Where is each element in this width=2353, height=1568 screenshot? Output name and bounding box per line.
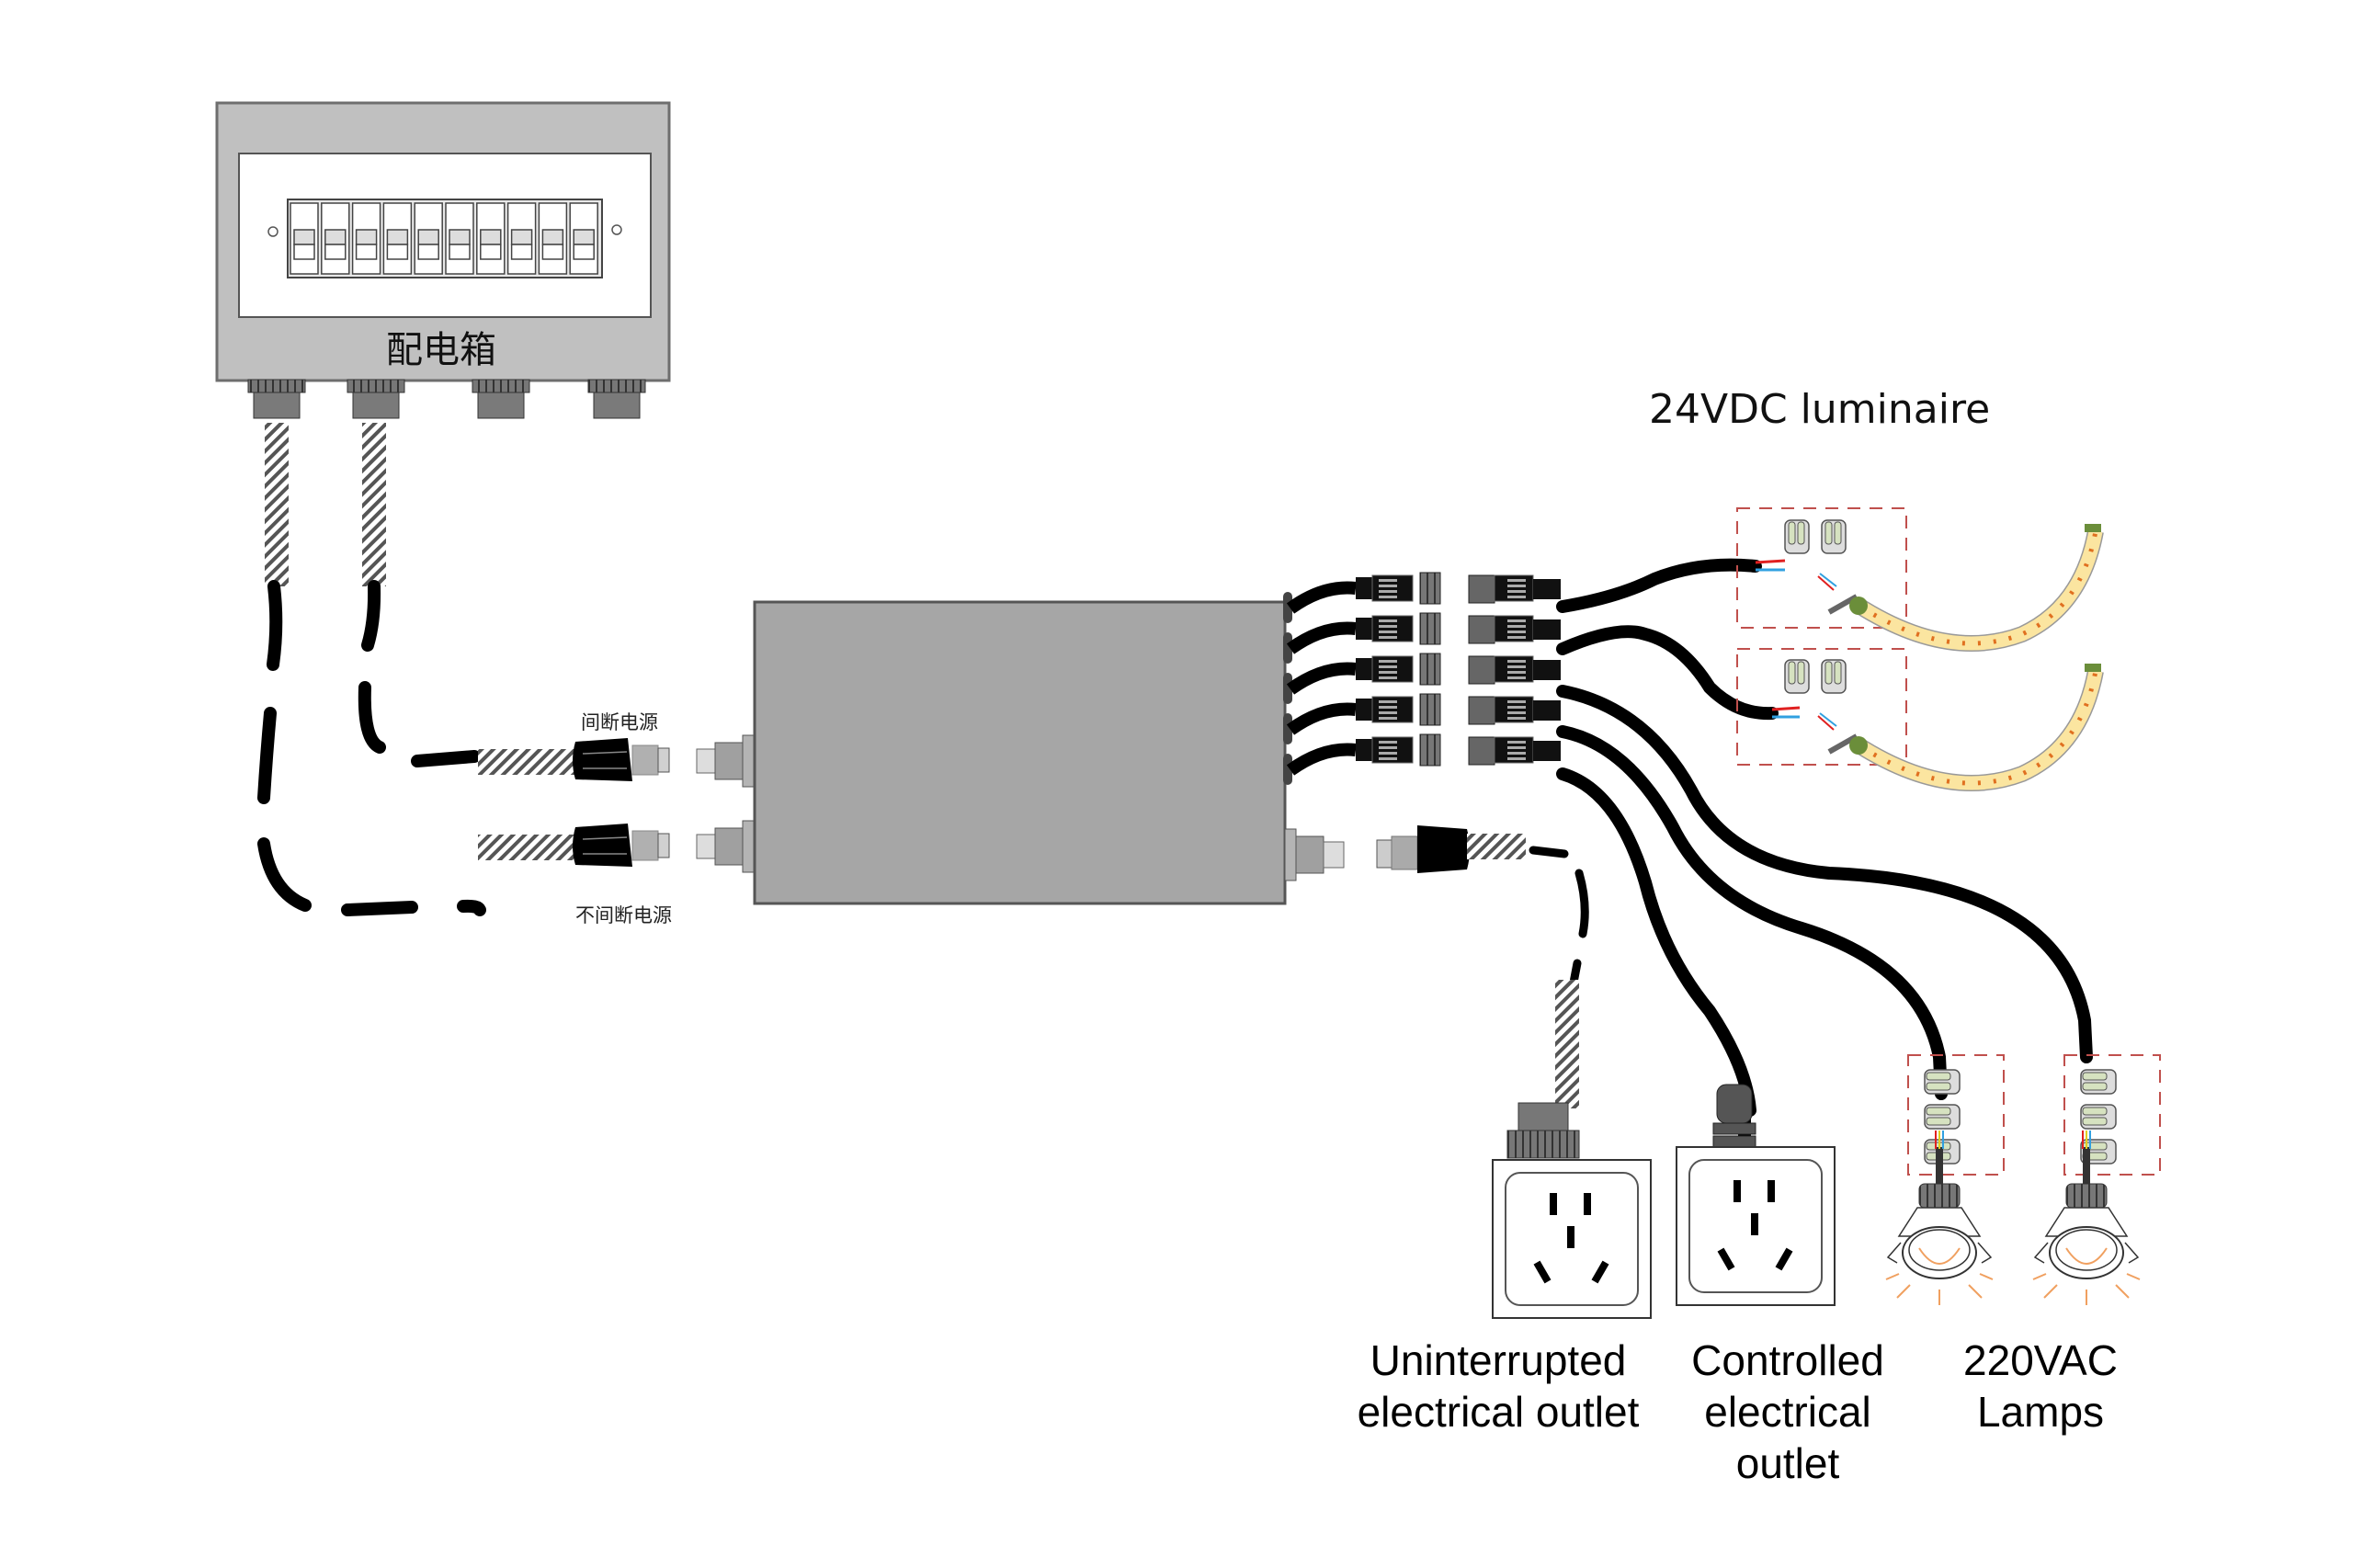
conduit-1 bbox=[265, 423, 289, 586]
conduit-outlet bbox=[1555, 980, 1579, 1108]
distribution-box-label: 配电箱 bbox=[386, 329, 496, 371]
dc-connector-pair bbox=[1283, 693, 1561, 744]
input-plug-interrupted bbox=[478, 734, 755, 788]
breaker-icon bbox=[506, 202, 537, 275]
breaker-icon bbox=[382, 202, 413, 275]
outlet-controlled bbox=[1676, 1084, 1836, 1306]
dc-connector-pair bbox=[1283, 572, 1561, 623]
conduit-2 bbox=[362, 423, 386, 586]
caption-controlled-outlet: Controlled electrical outlet bbox=[1645, 1335, 1930, 1489]
led-strip-icon bbox=[1817, 524, 2104, 652]
ac-output-connector bbox=[1284, 825, 1526, 881]
dc-luminaire-title: 24VDC luminaire bbox=[1649, 386, 1991, 433]
wire-connector-icon bbox=[1821, 519, 1847, 554]
downlights bbox=[1885, 1131, 2141, 1305]
caption-line: electrical bbox=[1704, 1388, 1871, 1436]
breaker-icon bbox=[445, 202, 474, 275]
wire-connector-icon bbox=[2080, 1104, 2117, 1130]
wire-connector-icon bbox=[1784, 519, 1810, 554]
caption-line: Uninterrupted bbox=[1370, 1336, 1627, 1384]
caption-uninterrupted-outlet: Uninterrupted electrical outlet bbox=[1333, 1335, 1664, 1437]
wire-connector-icon bbox=[1784, 659, 1810, 694]
wire-connector-icon bbox=[1924, 1104, 1961, 1130]
uninterrupted-power-label: 不间断电源 bbox=[575, 904, 672, 926]
wire-connector-icon bbox=[2080, 1069, 2117, 1095]
outlet-uninterrupted bbox=[1492, 1102, 1652, 1319]
wire-ends bbox=[1755, 559, 1801, 719]
cable-gland-icon bbox=[472, 379, 530, 419]
led-strip-icon bbox=[1817, 664, 2104, 791]
breaker-icon bbox=[290, 202, 319, 275]
distribution-box bbox=[215, 101, 671, 419]
breaker-icon bbox=[538, 202, 568, 275]
cable-glands bbox=[247, 379, 646, 419]
breaker-icon bbox=[321, 202, 350, 275]
dc-connector-pair bbox=[1283, 612, 1561, 664]
junction-boxes bbox=[1736, 507, 2161, 1176]
caption-line: Lamps bbox=[1976, 1388, 2105, 1436]
caption-line: outlet bbox=[1735, 1439, 1840, 1487]
breaker-row bbox=[287, 199, 603, 278]
cable-gland-icon bbox=[347, 379, 405, 419]
caption-line: 220VAC bbox=[1963, 1336, 2118, 1384]
input-plug-uninterrupted bbox=[478, 820, 755, 873]
wire-connector-icon bbox=[1821, 659, 1847, 694]
wire-connectors bbox=[1784, 519, 2117, 1165]
wire-connector-icon bbox=[1924, 1069, 1961, 1095]
ac-cables bbox=[1556, 685, 2093, 1117]
led-strips bbox=[1817, 524, 2104, 791]
breaker-icon bbox=[569, 202, 598, 275]
cable-gland-icon bbox=[247, 379, 306, 419]
dc-connector-pair bbox=[1283, 733, 1561, 785]
ac-cable-uninterrupted bbox=[1529, 846, 1589, 1006]
breaker-icon bbox=[476, 202, 506, 275]
interrupted-power-label: 间断电源 bbox=[581, 711, 658, 733]
caption-ac-lamps: 220VAC Lamps bbox=[1930, 1335, 2151, 1437]
dc-cables bbox=[1556, 558, 1779, 721]
breaker-icon bbox=[351, 202, 381, 275]
input-cables bbox=[257, 580, 486, 916]
breaker-icon bbox=[414, 202, 443, 275]
screw-icon bbox=[611, 224, 622, 235]
controller-box bbox=[753, 600, 1287, 905]
downlight-icon bbox=[2032, 1131, 2141, 1305]
screw-icon bbox=[267, 226, 278, 237]
cable-gland-icon bbox=[587, 379, 646, 419]
dc-connector-pair bbox=[1283, 653, 1561, 704]
downlight-icon bbox=[1885, 1131, 1994, 1305]
dc-output-connectors bbox=[1283, 572, 1561, 785]
caption-line: electrical outlet bbox=[1357, 1388, 1640, 1436]
caption-line: Controlled bbox=[1691, 1336, 1884, 1384]
